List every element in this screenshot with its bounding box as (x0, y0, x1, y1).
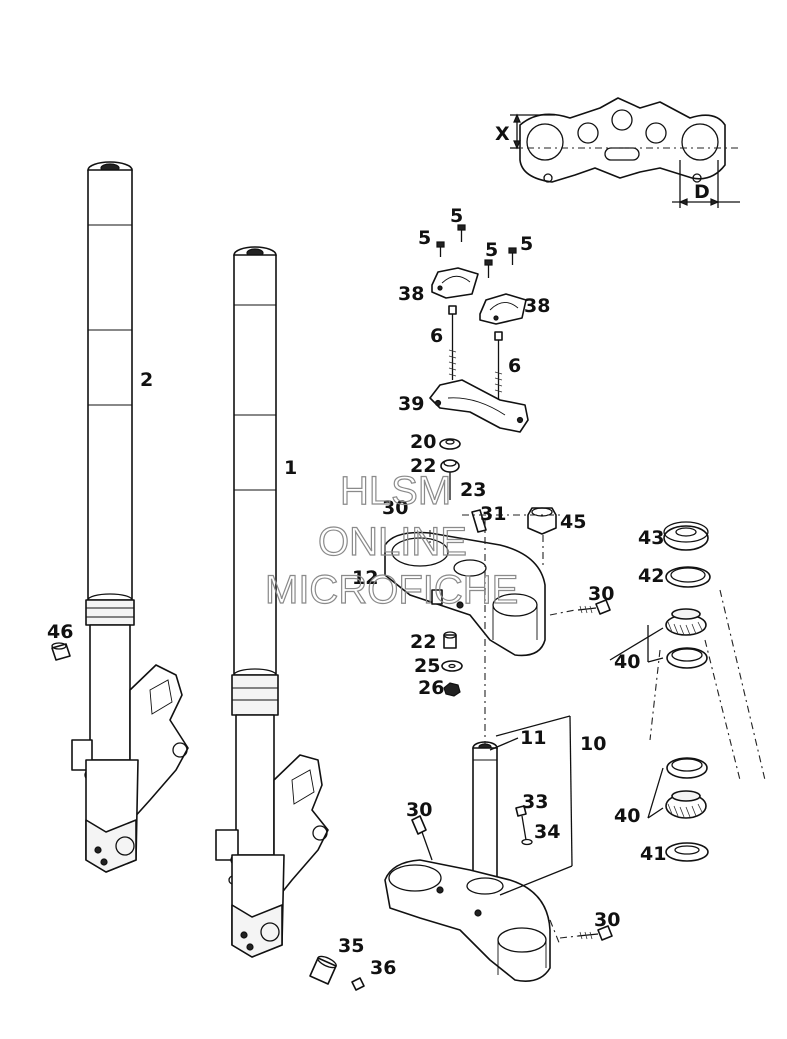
label-30c: 30 (406, 799, 432, 821)
label-38b: 38 (524, 295, 550, 317)
label-41: 41 (640, 843, 666, 865)
label-10: 10 (580, 733, 606, 755)
label-5d: 5 (520, 233, 533, 255)
side-bolts-30 (577, 599, 613, 941)
label-22a: 22 (410, 455, 436, 477)
label-25: 25 (414, 655, 440, 677)
label-42: 42 (638, 565, 664, 587)
upper-triple-clamp-12 (384, 438, 546, 657)
fork-leg-1 (215, 246, 329, 958)
watermark-line-2: ONLINE (318, 520, 467, 564)
assembly-guide-lines (429, 514, 766, 946)
label-46: 46 (47, 621, 73, 643)
watermark: HLSM ONLINE MICROFICHE (264, 468, 519, 612)
label-36: 36 (370, 957, 396, 979)
fork-leg-2 (71, 161, 189, 873)
label-2: 2 (140, 369, 153, 391)
label-5b: 5 (418, 227, 431, 249)
label-20: 20 (410, 431, 436, 453)
label-6a: 6 (430, 325, 443, 347)
label-34: 34 (534, 821, 560, 843)
handlebar-clamp-parts (429, 224, 529, 433)
steering-bearings (663, 521, 711, 862)
leader-lines (489, 625, 664, 896)
label-35: 35 (338, 935, 364, 957)
label-38a: 38 (398, 283, 424, 305)
triple-clamp-detail (510, 97, 740, 208)
part-46-cap (51, 642, 71, 661)
part-35-36-spacer (309, 955, 365, 991)
label-6b: 6 (508, 355, 521, 377)
label-30a: 30 (382, 497, 408, 519)
label-39: 39 (398, 393, 424, 415)
label-43: 43 (638, 527, 664, 549)
label-22b: 22 (410, 631, 436, 653)
dimension-x-label: X (495, 123, 510, 145)
dimension-d-label: D (694, 181, 710, 203)
washers-22-25-26 (441, 631, 463, 697)
label-30b: 30 (588, 583, 614, 605)
label-45: 45 (560, 511, 586, 533)
label-12: 12 (352, 567, 378, 589)
part-45-top-nut (527, 507, 557, 535)
label-23: 23 (460, 479, 486, 501)
label-40b: 40 (614, 805, 640, 827)
label-1: 1 (284, 457, 297, 479)
watermark-line-3: MICROFICHE (265, 568, 518, 612)
stem-bolts (411, 805, 533, 861)
lower-triple-clamp-10 (384, 741, 551, 982)
watermark-line-1: HLSM (340, 469, 451, 513)
label-5a: 5 (450, 205, 463, 227)
label-5c: 5 (485, 239, 498, 261)
label-40a: 40 (614, 651, 640, 673)
part-labels: 2 1 46 5 5 5 5 38 38 6 6 39 20 22 23 30 … (47, 123, 710, 979)
label-30d: 30 (594, 909, 620, 931)
label-31: 31 (480, 503, 506, 525)
label-33: 33 (522, 791, 548, 813)
label-26: 26 (418, 677, 444, 699)
label-11: 11 (520, 727, 546, 749)
